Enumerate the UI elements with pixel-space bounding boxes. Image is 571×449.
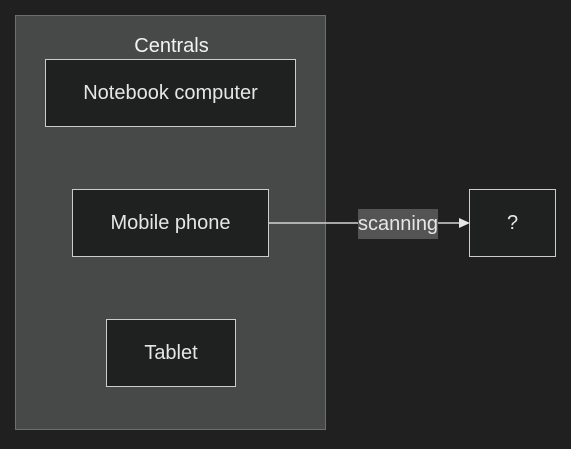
node-label: Notebook computer (83, 81, 258, 104)
node-notebook-computer: Notebook computer (45, 59, 296, 127)
node-label: ? (506, 211, 519, 234)
cluster-title: Centrals (134, 35, 209, 57)
node-mobile-phone: Mobile phone (72, 189, 269, 257)
node-label: Tablet (144, 341, 198, 364)
edge-label: scanning (358, 209, 438, 239)
node-unknown: ? (469, 189, 556, 257)
node-label: Mobile phone (110, 211, 231, 234)
arrowhead-icon (459, 218, 470, 228)
node-tablet: Tablet (106, 319, 236, 387)
